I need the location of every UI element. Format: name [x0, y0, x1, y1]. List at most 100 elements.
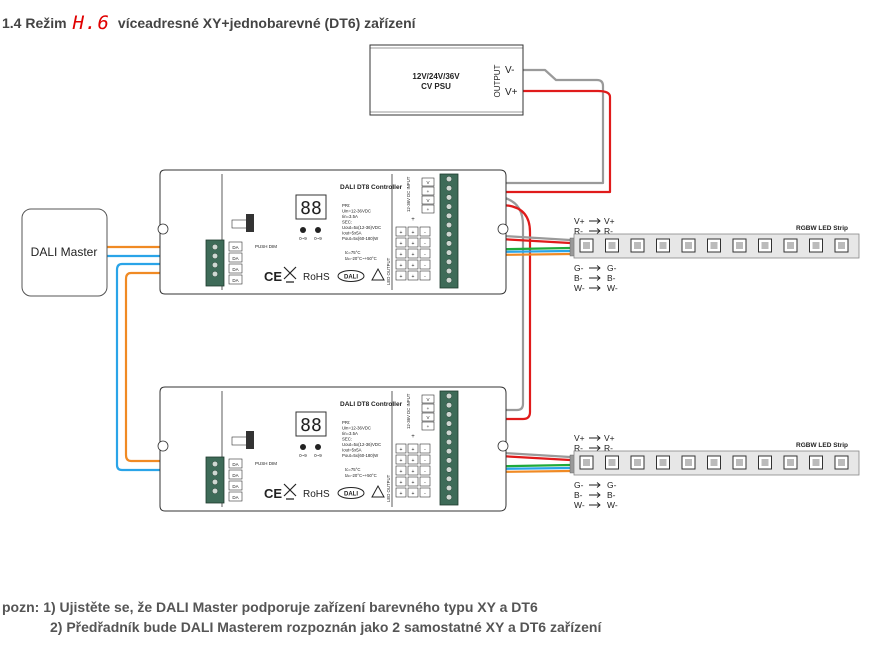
- terminal-screw-icon: [445, 203, 453, 210]
- input-label-box: [421, 177, 435, 187]
- terminal-screw-icon: [445, 277, 453, 284]
- spec-line: SEC:: [342, 220, 352, 225]
- led-core-icon: [608, 242, 616, 249]
- output-label-box: [407, 476, 419, 487]
- strip-pin-label: V+: [574, 433, 585, 443]
- warning-triangle-icon: [371, 484, 385, 498]
- output-terminal-label: +: [400, 241, 403, 247]
- output-terminal-label: -: [424, 263, 426, 269]
- terminal-screw-icon: [445, 231, 453, 238]
- output-label-box: [419, 465, 431, 476]
- led-core-icon: [685, 459, 692, 466]
- output-label-box: [419, 270, 431, 281]
- terminal-screw-icon: [445, 448, 453, 455]
- strip-pin-label: B-: [607, 490, 616, 500]
- output-label-box: [407, 465, 419, 476]
- terminal-screw-icon: [445, 429, 453, 436]
- output-label-box: [395, 237, 407, 248]
- strip-pin-label: W-: [607, 500, 618, 510]
- spec-line: Iout=5x5A: [342, 448, 362, 453]
- rohs-mark: RoHS: [303, 272, 330, 283]
- strip-pin-label: W-: [574, 500, 585, 510]
- strip-pin-label: B-: [574, 273, 583, 283]
- output-terminal-label: -: [424, 491, 426, 497]
- spec-line: Pout=5x(60-180)W: [342, 236, 379, 241]
- note-line-1: pozn: 1) Ujistěte se, že DALI Master pod…: [2, 599, 538, 615]
- strip-pin-label: B-: [574, 490, 583, 500]
- button-left-icon: [300, 227, 306, 233]
- terminal-screw-icon: [445, 221, 453, 229]
- ce-mark-icon: CE: [264, 486, 282, 501]
- input-terminal-label: +: [427, 406, 430, 411]
- spec-line: Uout=5x(12-36)VDC: [342, 442, 381, 447]
- seven-segment-display: [295, 411, 327, 437]
- arrow-right-icon: [589, 265, 601, 271]
- arrow-right-icon: [589, 218, 601, 224]
- temp-line: ta=-20°C~+50°C: [345, 473, 377, 478]
- arrow-right-icon: [589, 275, 601, 281]
- spec-line: Uin=12-36VDC: [342, 209, 371, 214]
- output-terminal-label: +: [400, 491, 403, 497]
- terminal-screw-icon: [445, 475, 453, 482]
- output-label-box: [407, 487, 419, 498]
- temp-line: tc=75°C: [345, 250, 360, 255]
- terminal-screw-icon: [445, 457, 453, 464]
- output-label-box: [395, 454, 407, 465]
- input-label-box: [421, 195, 435, 205]
- arrow-right-icon: [589, 445, 601, 451]
- strip-pin-label: R-: [604, 226, 613, 236]
- output-terminal-label: +: [400, 447, 403, 453]
- output-label-box: [419, 248, 431, 259]
- led-core-icon: [787, 459, 794, 466]
- terminal-screw-icon: [211, 478, 219, 486]
- output-terminal-label: +: [412, 252, 415, 258]
- output-terminal-label: +: [412, 241, 415, 247]
- mode-glyph-icon: H.6: [72, 12, 110, 34]
- terminal-label-box: [228, 274, 243, 285]
- terminal-screw-icon: [445, 185, 453, 192]
- strip-pin-label: G-: [574, 263, 584, 273]
- output-common-plus: +: [411, 434, 415, 440]
- terminal-screw-icon: [211, 252, 219, 260]
- output-common-plus: +: [411, 217, 415, 223]
- spec-line: Uin=12-36VDC: [342, 426, 371, 431]
- strip-pin-label: R-: [574, 226, 583, 236]
- led-core-icon: [736, 459, 743, 466]
- warning-triangle-icon: [371, 267, 385, 281]
- strip-pin-label: V+: [604, 433, 615, 443]
- output-terminal-label: +: [412, 469, 415, 475]
- input-label-box: [421, 412, 435, 422]
- input-label-box: [421, 421, 435, 431]
- led-core-icon: [659, 459, 667, 466]
- output-terminal-label: +: [412, 263, 415, 269]
- output-terminal-label: -: [424, 480, 426, 486]
- output-terminal-label: -: [424, 230, 426, 236]
- strip-pin-label: W-: [574, 283, 585, 293]
- output-label-box: [395, 259, 407, 270]
- input-terminal-label: V: [426, 397, 429, 402]
- terminal-screw-icon: [445, 240, 453, 247]
- terminal-screw-icon: [445, 194, 453, 201]
- strip-pin-label: R-: [574, 443, 583, 453]
- output-label-box: [419, 226, 431, 237]
- led-core-icon: [659, 242, 667, 249]
- input-terminal-label: V: [426, 415, 429, 420]
- dali-master: DALI Master: [21, 208, 108, 297]
- strip-title: RGBW LED Strip: [796, 442, 848, 449]
- spec-line: Iin=3.5A: [342, 214, 358, 219]
- terminal-screw-icon: [445, 212, 453, 219]
- output-label-box: [407, 443, 419, 454]
- output-label-box: [419, 476, 431, 487]
- push-button-cap-icon: [246, 214, 254, 232]
- terminal-screw-icon: [211, 487, 219, 495]
- output-terminal-label: -: [424, 447, 426, 453]
- output-label-box: [407, 259, 419, 270]
- terminal-screw-icon: [211, 261, 219, 269]
- output-terminal-label: -: [424, 458, 426, 464]
- wire-psu-vplus: [425, 89, 612, 194]
- strip-pin-label: W-: [607, 283, 618, 293]
- output-label-box: [419, 443, 431, 454]
